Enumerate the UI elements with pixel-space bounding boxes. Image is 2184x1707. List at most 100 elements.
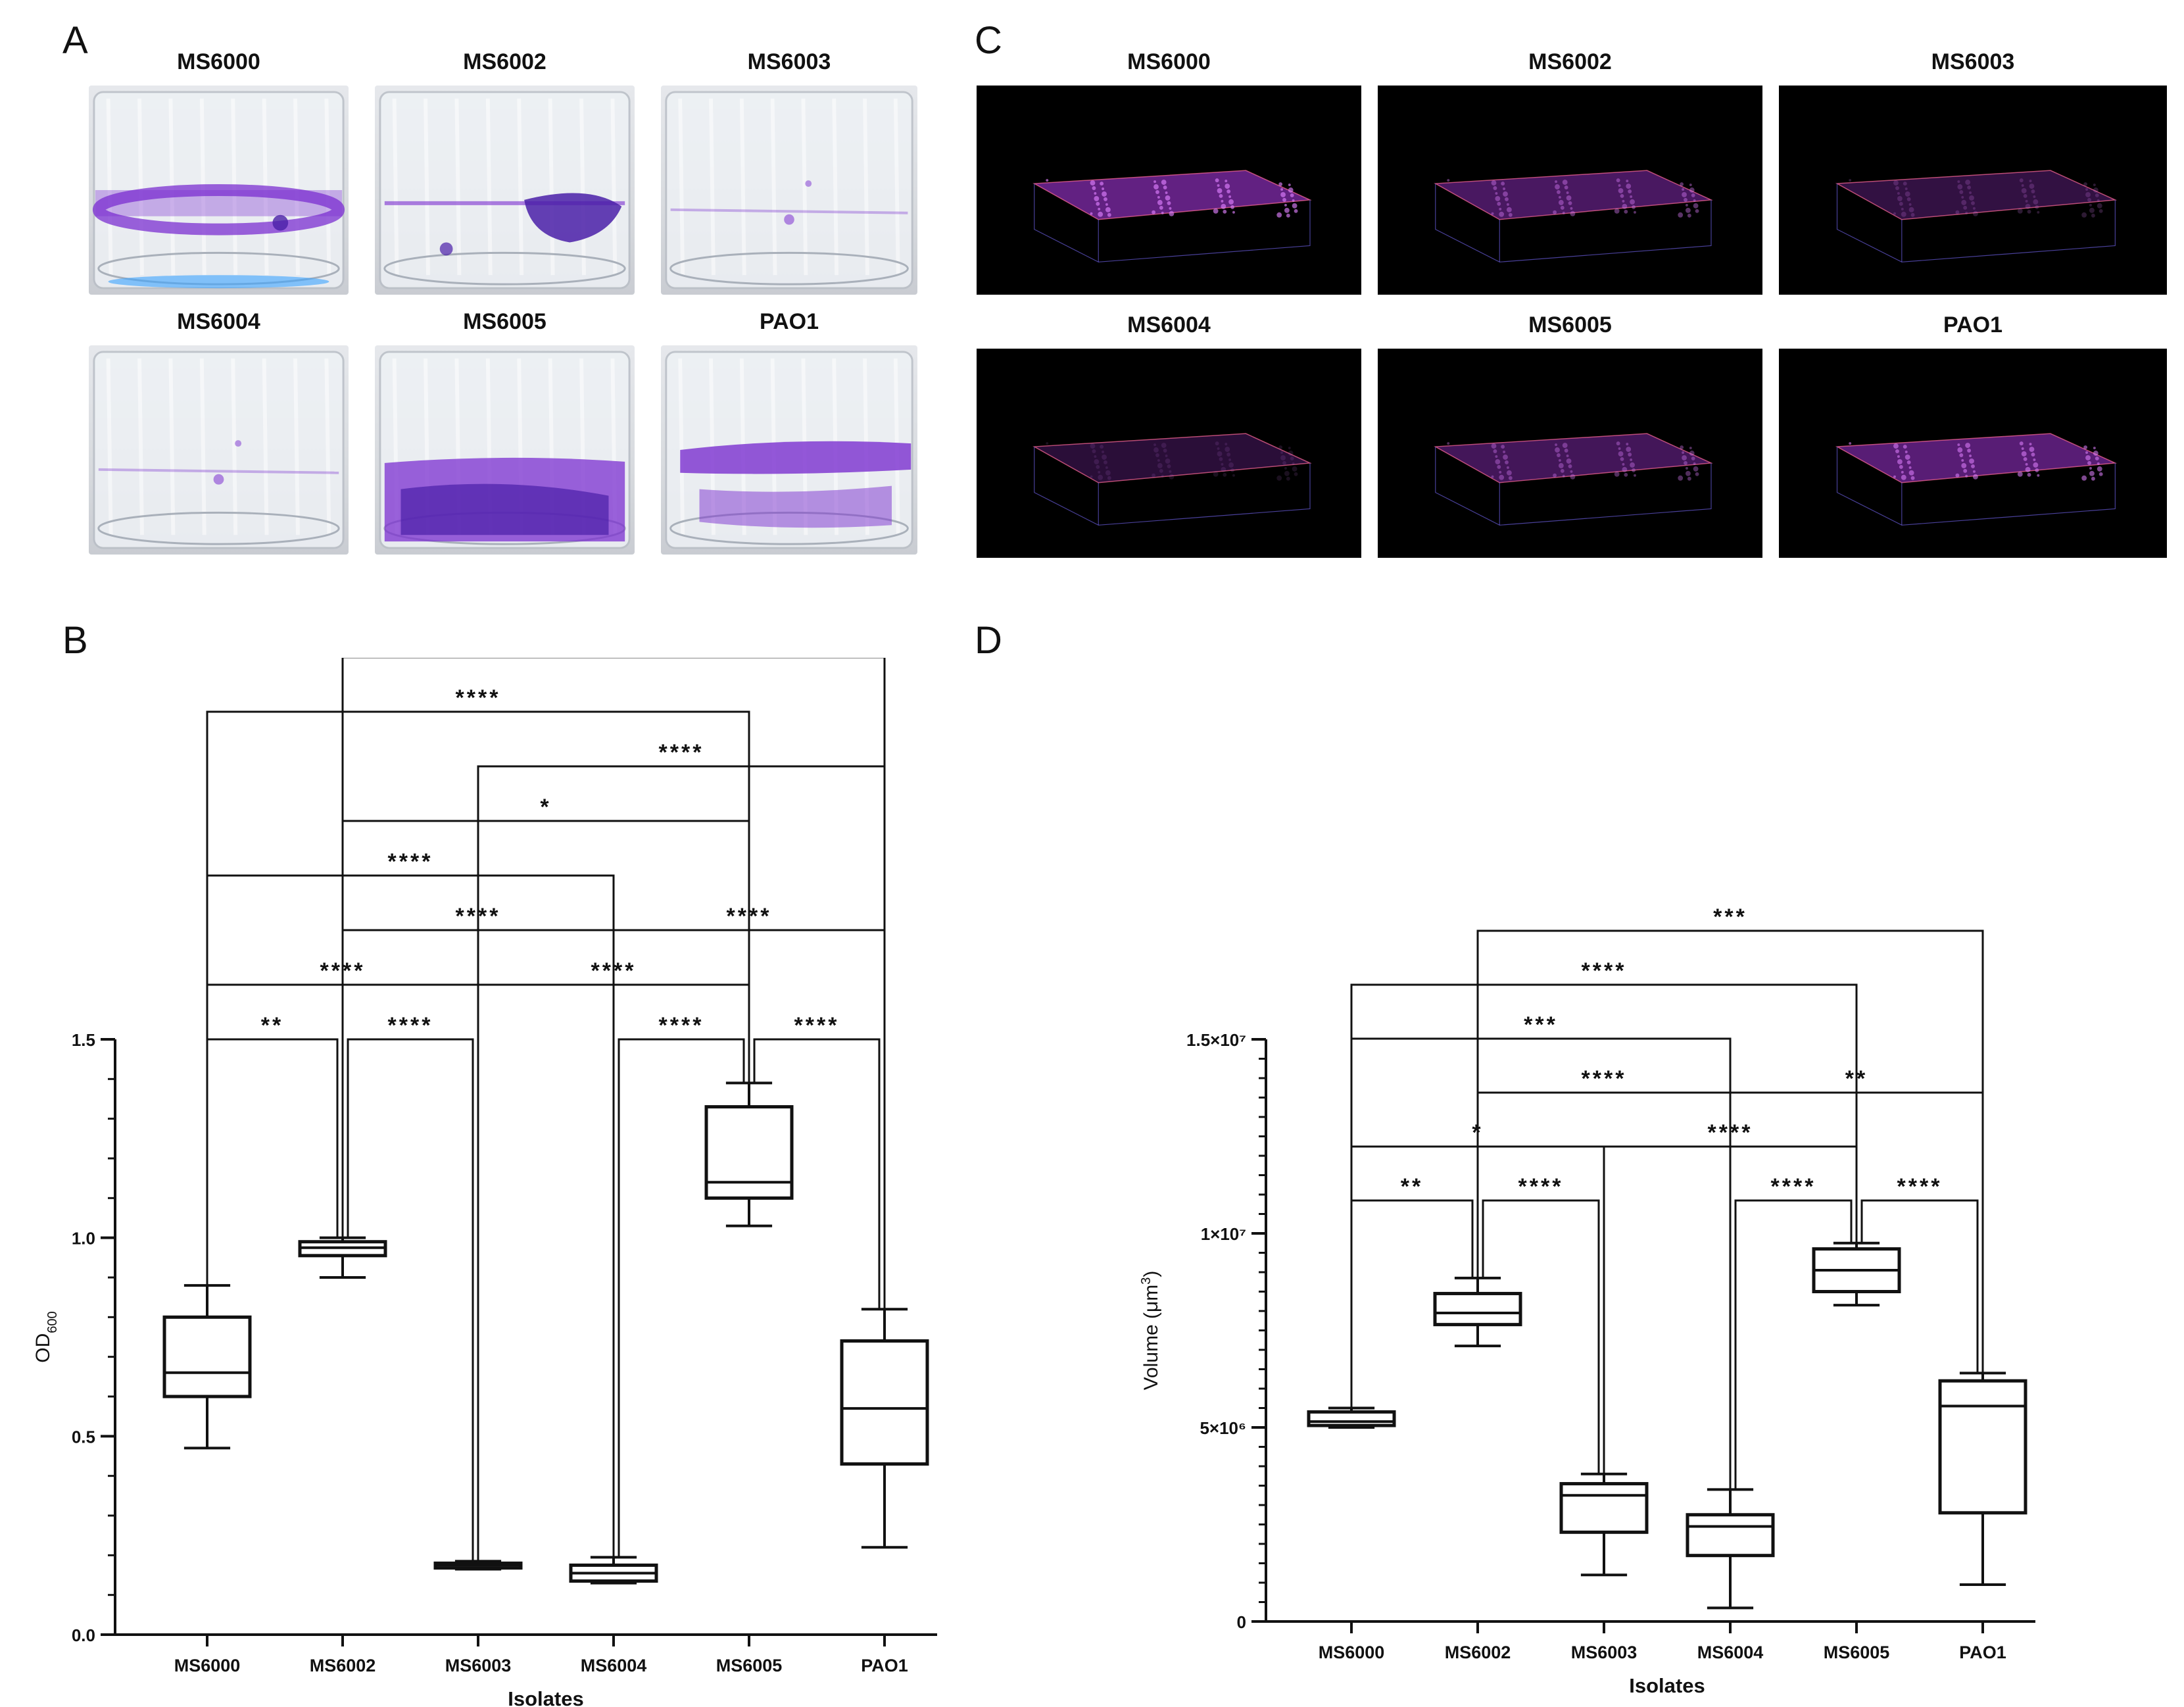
significance-stars: **** [794,1013,840,1038]
y-tick-label: 1.5 [72,1030,95,1050]
significance-bracket: *** [1350,1012,1732,1490]
x-axis-label: Isolates [508,1687,583,1707]
beaker-illustration [89,345,349,555]
significance-stars: ** [1401,1174,1423,1199]
significance-stars: **** [591,958,637,983]
photo-label: MS6002 [463,49,546,74]
x-axis-label: Isolates [1629,1674,1705,1697]
box-MS6005 [704,1081,794,1227]
significance-bracket: **** [618,1013,745,1558]
photo-label: PAO1 [759,309,819,334]
box-iqr [162,1315,252,1398]
significance-stars: **** [456,904,501,929]
x-tick-label: MS6004 [581,1656,647,1675]
significance-stars: *** [1524,1012,1558,1037]
significance-bracket: **** [1860,1174,1979,1373]
beaker-photo [375,86,635,295]
confocal-render [977,349,1361,558]
box-iqr [704,1105,794,1200]
y-tick-label: 0 [1237,1612,1246,1632]
bracket-line [1734,1199,1853,1490]
beaker-illustration [661,86,917,295]
bracket-line [347,1038,474,1562]
box-MS6000 [162,1284,252,1450]
significance-stars: **** [388,849,433,874]
confocal-illustration [1434,433,1713,526]
x-tick-label: MS6003 [1571,1643,1638,1662]
beaker-photo [661,345,917,555]
significance-stars: **** [1582,958,1627,983]
photo-label: MS6003 [747,49,831,74]
significance-stars: **** [1771,1174,1816,1199]
bracket-line [1476,929,1984,1373]
x-tick-label: PAO1 [861,1656,908,1675]
beaker-photo [375,345,635,555]
confocal-illustration [1434,170,1713,262]
box-MS6003 [1559,1472,1649,1577]
photo-label: MS6004 [177,309,260,334]
significance-bracket: **** [1350,958,1858,1408]
significance-stars: * [540,795,551,820]
significance-bracket: **** [477,740,886,1562]
bracket-line [1860,1199,1979,1373]
y-tick-label: 0.5 [72,1427,95,1447]
bracket-line [477,765,886,1562]
confocal-render [1779,349,2167,558]
significance-stars: *** [1713,904,1747,929]
panel-letter-d: D [975,619,1002,662]
box-iqr [1686,1513,1775,1558]
beaker-illustration [661,345,917,555]
confocal-illustration [1835,433,2118,526]
confocal-label: PAO1 [1943,312,2003,337]
confocal-label: MS6004 [1127,312,1211,337]
bracket-line [341,658,886,1310]
confocal-label: MS6005 [1528,312,1612,337]
significance-stars: **** [659,1013,704,1038]
significance-stars: **** [1897,1174,1943,1199]
significance-bracket: **** [206,685,750,1286]
y-tick-label: 1.5×10⁷ [1186,1030,1246,1050]
significance-bracket: **** [341,658,886,1310]
beaker-illustration [375,86,635,295]
significance-bracket: *** [1476,904,1984,1373]
confocal-illustration [1835,170,2118,262]
bracket-line [618,1038,745,1558]
box-iqr [1307,1410,1396,1427]
box-PAO1 [840,1308,929,1549]
significance-stars: **** [320,958,366,983]
significance-stars: **** [388,1013,433,1038]
box-MS6003 [433,1560,523,1571]
bracket-line [206,874,615,1558]
significance-stars: **** [456,685,501,710]
y-tick-label: 5×10⁶ [1200,1418,1246,1438]
box-iqr [1433,1291,1522,1327]
bracket-line [206,710,750,1286]
significance-bracket: **** [753,1013,881,1310]
box-iqr [840,1339,929,1466]
beaker-photo [661,86,917,295]
bracket-line [1482,1199,1600,1474]
box-PAO1 [1938,1372,2027,1586]
y-axis-label: Volume (μm3) [1139,1271,1162,1391]
confocal-label: MS6000 [1127,49,1211,74]
bracket-line [1350,1037,1732,1490]
confocal-render [1378,349,1762,558]
confocal-label: MS6003 [1931,49,2015,74]
x-tick-label: MS6002 [310,1656,376,1675]
box-MS6004 [1686,1488,1775,1610]
x-tick-label: MS6004 [1697,1643,1764,1662]
x-tick-label: MS6003 [445,1656,512,1675]
beaker-photo [89,86,349,295]
significance-stars: ** [261,1013,283,1038]
panel-letter-c: C [975,19,1002,62]
x-tick-label: MS6000 [174,1656,241,1675]
box-iqr [1938,1379,2027,1515]
x-tick-label: MS6000 [1319,1643,1385,1662]
confocal-illustration [1032,170,1312,262]
box-MS6002 [298,1236,387,1279]
box-iqr [1559,1482,1649,1534]
significance-stars: **** [1582,1066,1627,1091]
beaker-photo [89,345,349,555]
